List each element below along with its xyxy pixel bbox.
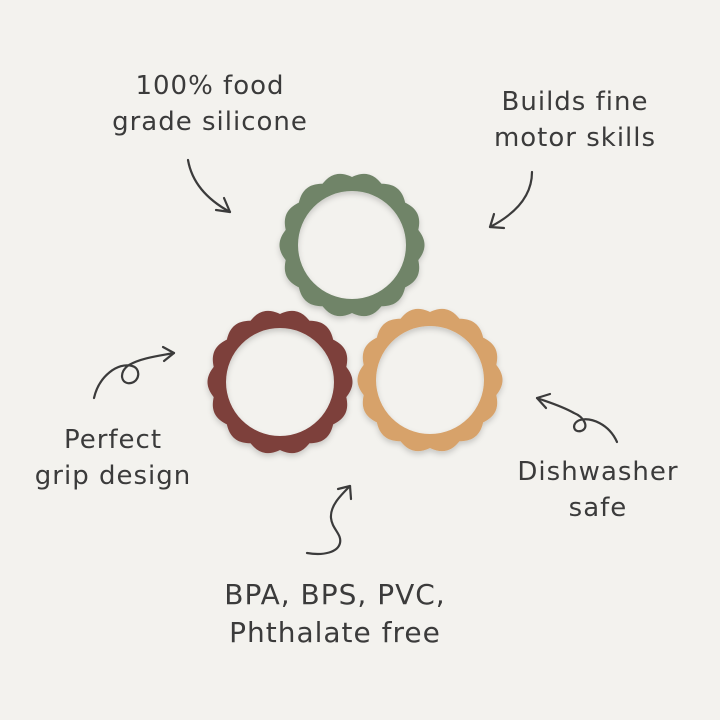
feature-food-grade-line2: grade silicone: [112, 107, 308, 137]
feature-grip-design: Perfect grip design: [18, 422, 208, 494]
feature-motor-skills-line1: Builds fine: [501, 87, 649, 117]
feature-grip-design-line1: Perfect: [63, 425, 163, 455]
arrow-dish-icon: [535, 392, 619, 444]
feature-motor-skills-line2: motor skills: [493, 123, 657, 153]
feature-motor-skills: Builds fine motor skills: [470, 84, 680, 156]
feature-bpa-free-line1: BPA, BPS, PVC,: [224, 578, 446, 611]
feature-food-grade-line1: 100% food: [135, 71, 285, 101]
teether-ring-berry: [207, 310, 353, 454]
feature-dishwasher-safe-line1: Dishwasher: [517, 457, 679, 487]
feature-dishwasher-safe: Dishwasher safe: [498, 454, 698, 526]
feature-bpa-free: BPA, BPS, PVC, Phthalate free: [200, 576, 470, 652]
teether-ring-sage: [279, 173, 425, 317]
feature-grip-design-line2: grip design: [34, 461, 192, 491]
teether-rings: [207, 173, 503, 454]
arrow-grip-icon: [92, 345, 176, 400]
feature-bpa-free-line2: Phthalate free: [229, 616, 441, 649]
feature-food-grade: 100% food grade silicone: [95, 68, 325, 140]
teether-ring-caramel: [357, 308, 503, 452]
arrow-bpa-icon: [305, 484, 353, 556]
arrow-motor-icon: [488, 170, 534, 230]
feature-dishwasher-safe-line2: safe: [568, 493, 628, 523]
arrow-food-icon: [186, 158, 232, 214]
